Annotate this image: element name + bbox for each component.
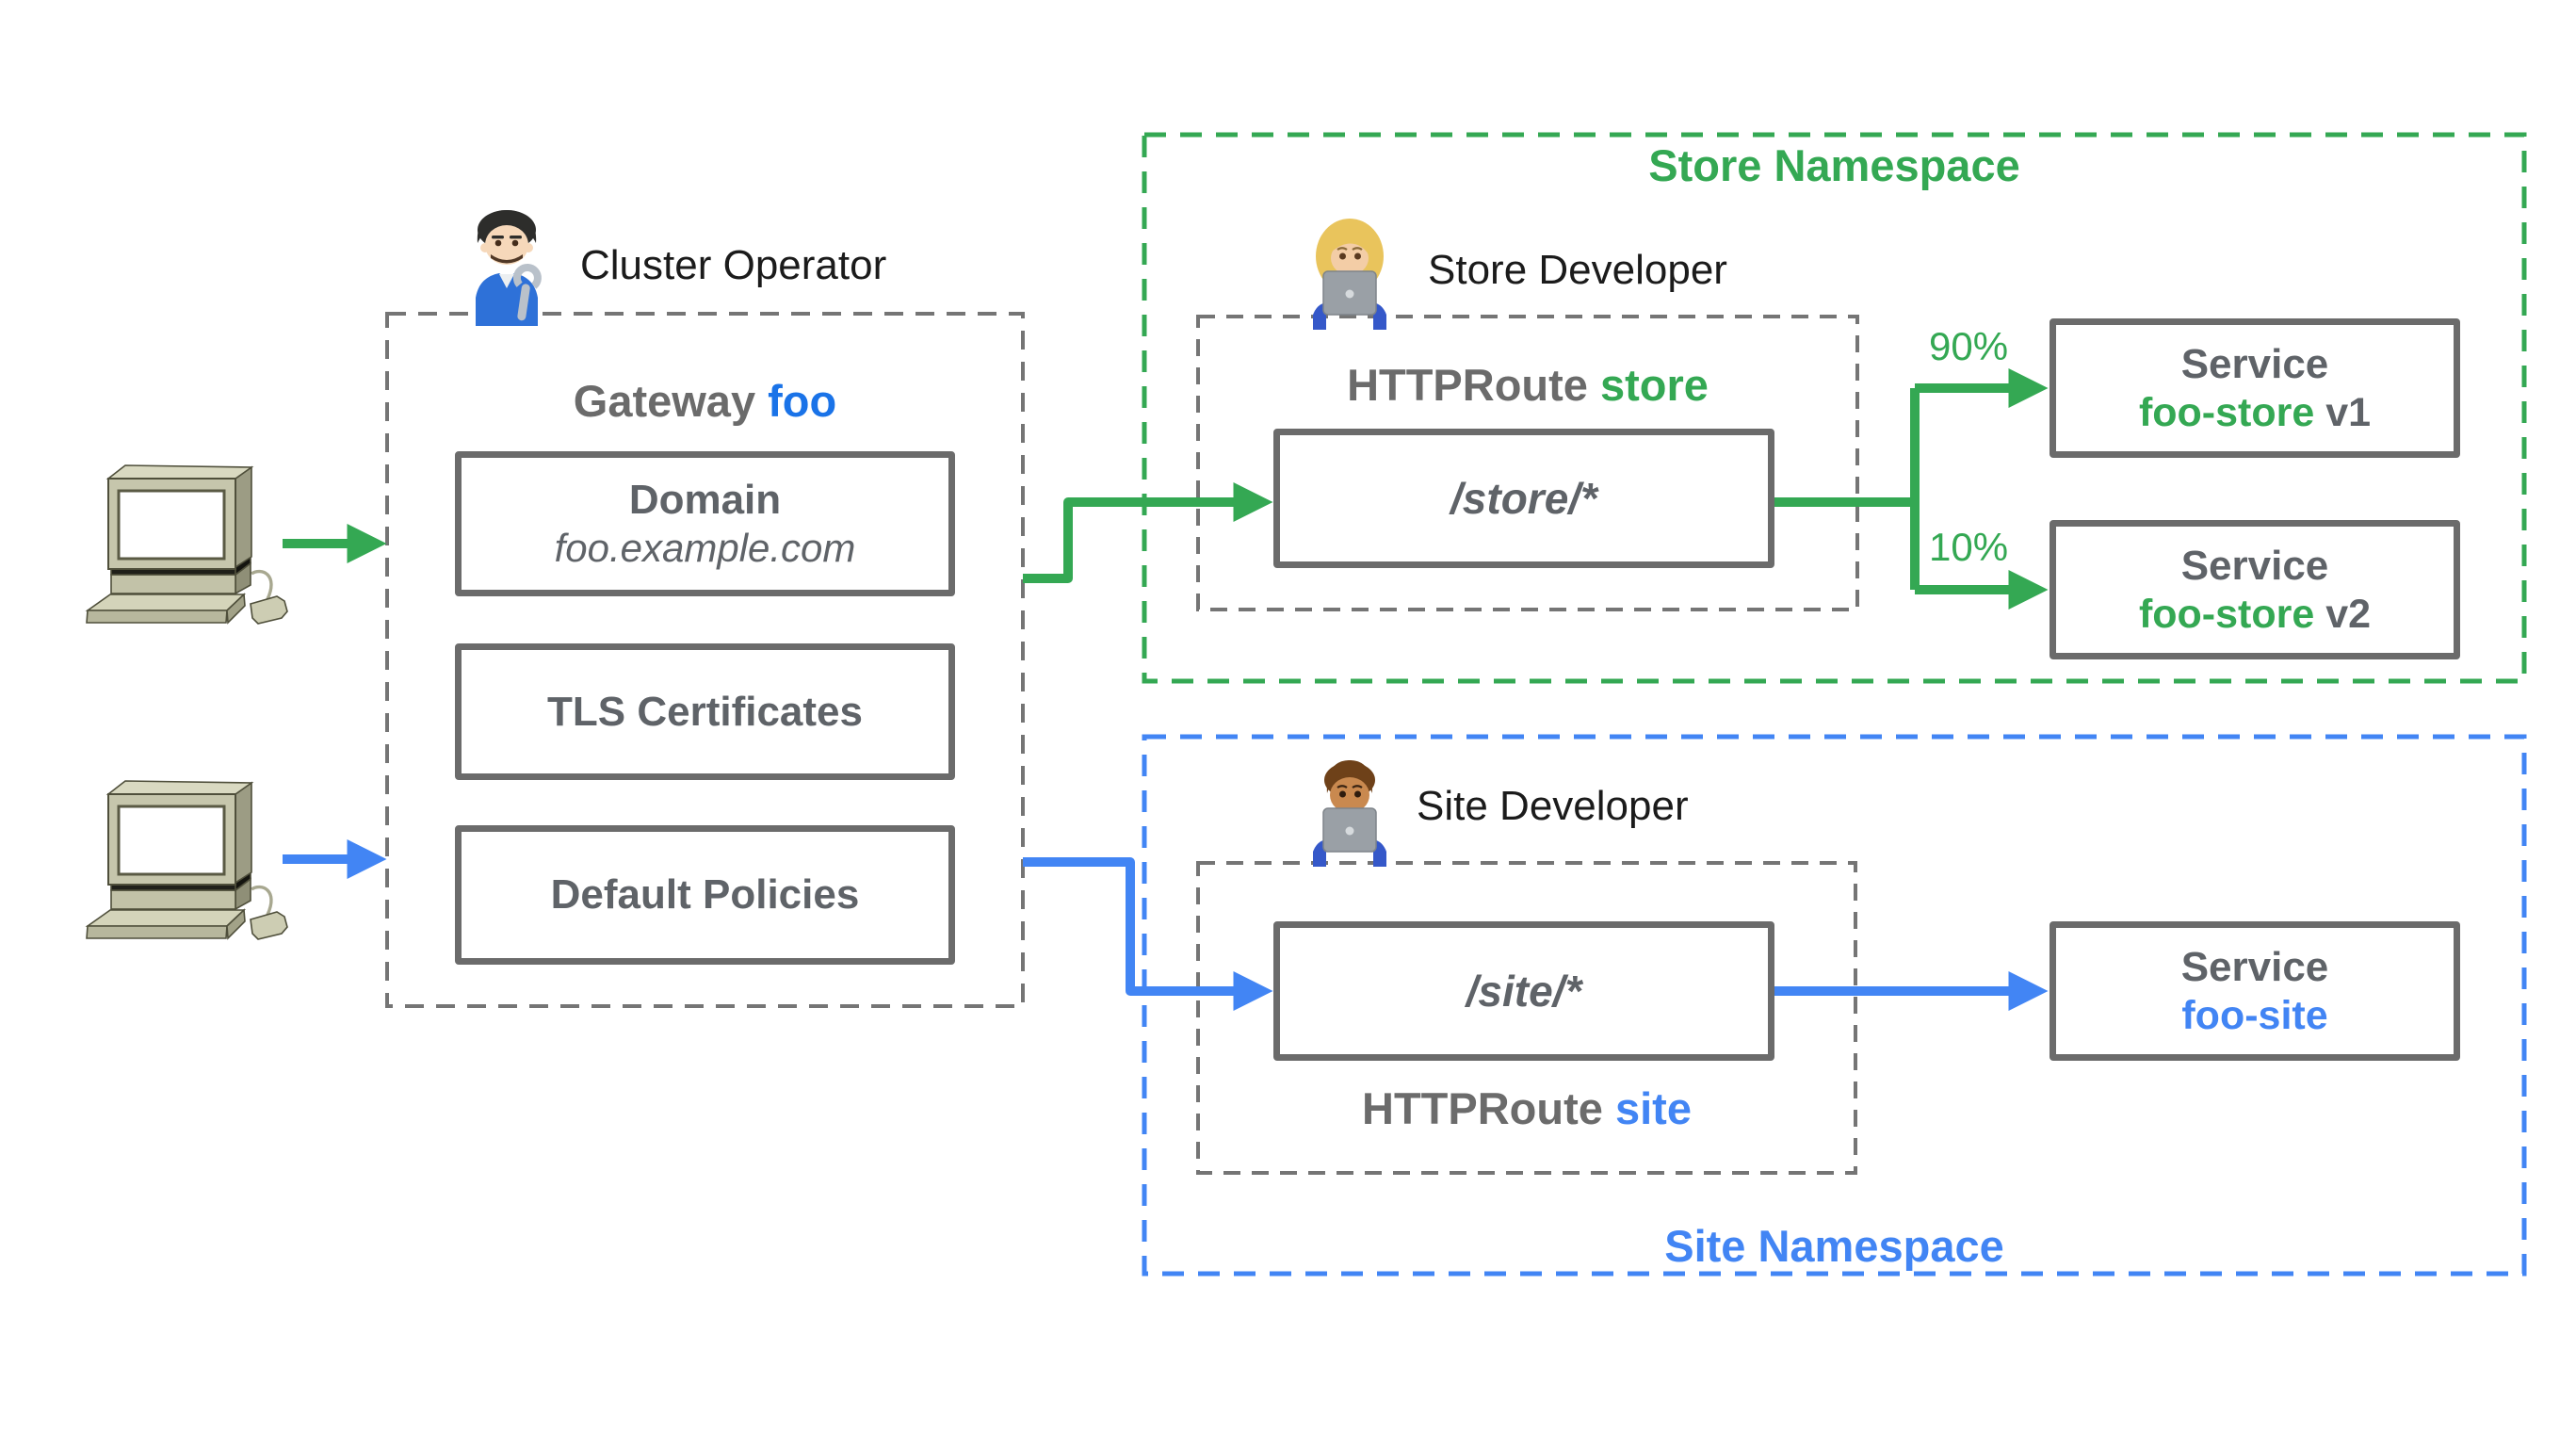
weight-90-label: 90%	[1929, 324, 2009, 368]
store-route-path: /store/*	[1450, 473, 1597, 523]
retro-computer-icon	[85, 780, 288, 940]
default-policies-box: Default Policies	[455, 825, 955, 965]
service-foo-store-v2-box: Service foo-store v2	[2049, 520, 2460, 659]
cluster-operator-label: Cluster Operator	[580, 242, 887, 288]
service-version: v1	[2314, 389, 2372, 435]
gateway-title-name: foo	[768, 376, 837, 426]
gateway-dashed-box	[385, 312, 1025, 1008]
site-namespace-dashed-box	[1142, 734, 2527, 1277]
httproute-store-name: store	[1600, 360, 1709, 410]
httproute-site-title: HTTPRoute site	[1198, 1086, 1855, 1130]
gateway-title-prefix: Gateway	[573, 376, 756, 426]
httproute-store-prefix: HTTPRoute	[1347, 360, 1588, 410]
retro-computer-icon	[85, 464, 288, 625]
store-split-connector	[1774, 388, 1920, 590]
domain-box-value: foo.example.com	[554, 526, 856, 571]
domain-box: Domain foo.example.com	[455, 451, 955, 596]
service-name: foo-store	[2138, 591, 2315, 637]
store-route-path-box: /store/*	[1273, 429, 1774, 568]
httproute-site-name: site	[1614, 1083, 1692, 1133]
domain-box-title: Domain	[628, 477, 782, 524]
service-foo-site-box: Service foo-site	[2049, 921, 2460, 1061]
store-namespace-title: Store Namespace	[1648, 140, 2020, 190]
store-namespace-dashed-box	[1142, 132, 2527, 684]
service-version: v2	[2314, 591, 2372, 637]
service-title: Service	[2180, 340, 2329, 387]
service-title: Service	[2180, 542, 2329, 589]
tls-certificates-box: TLS Certificates	[455, 643, 955, 780]
service-foo-store-v1-box: Service foo-store v1	[2049, 318, 2460, 458]
service-title: Service	[2180, 943, 2329, 990]
gateway-title: Gateway foo	[387, 379, 1023, 423]
site-namespace-title: Site Namespace	[1664, 1221, 2004, 1271]
site-route-path: /site/*	[1466, 966, 1582, 1016]
weight-10-label: 10%	[1929, 525, 2009, 569]
gateway-to-httproute-store-arrow	[1023, 482, 1273, 583]
httproute-site-prefix: HTTPRoute	[1362, 1083, 1603, 1133]
service-name: foo-store	[2138, 389, 2315, 435]
man-technologist-emoji	[1313, 760, 1386, 867]
httproute-store-dashed-box	[1196, 315, 1859, 611]
gateway-to-httproute-site-arrow	[1023, 857, 1273, 1011]
site-developer-label: Site Developer	[1417, 783, 1689, 829]
site-route-path-box: /site/*	[1273, 921, 1774, 1061]
tls-certificates-label: TLS Certificates	[547, 688, 863, 735]
service-name: foo-site	[2181, 992, 2328, 1038]
man-mechanic-emoji	[476, 210, 542, 326]
woman-technologist-emoji	[1313, 219, 1386, 330]
store-developer-label: Store Developer	[1428, 247, 1727, 293]
default-policies-label: Default Policies	[550, 871, 860, 919]
httproute-store-title: HTTPRoute store	[1198, 363, 1857, 407]
